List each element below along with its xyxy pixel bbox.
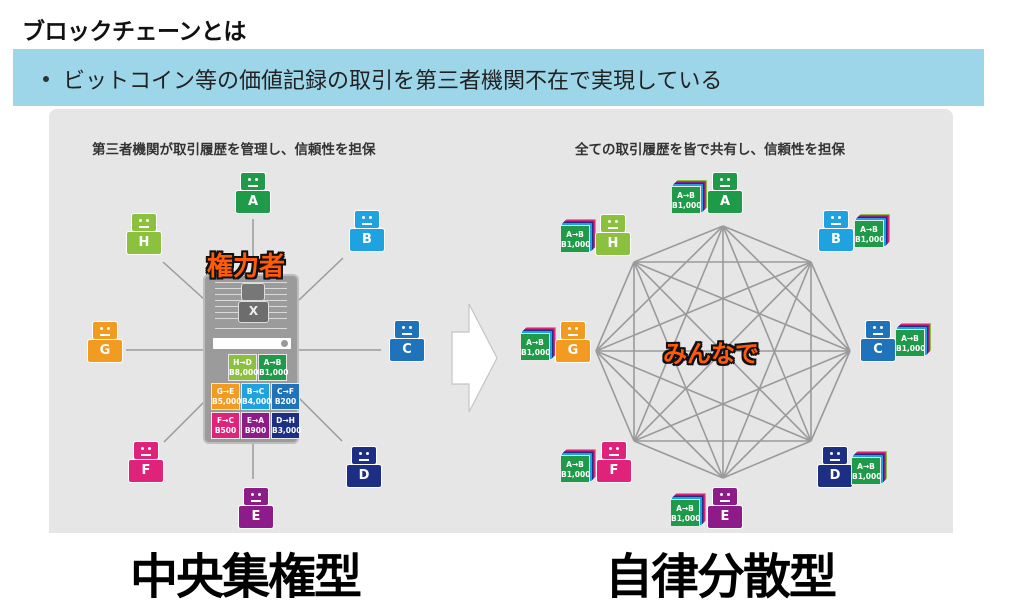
central-spokes <box>126 219 381 479</box>
authority-badge: 権力者 <box>207 252 286 282</box>
peer-node-c: C <box>860 320 896 362</box>
node-label: D <box>346 464 382 488</box>
robot-head-icon <box>560 321 586 340</box>
everyone-badge: みんなで <box>663 340 759 368</box>
peer-node-h: H <box>595 214 631 256</box>
robot-head-icon <box>131 213 157 232</box>
peer-node-e: E <box>707 487 743 529</box>
robot-head-icon <box>394 320 420 339</box>
node-label: A <box>707 190 743 214</box>
robot-head-icon <box>600 214 626 233</box>
peer-node-a: A <box>707 172 743 214</box>
node-label: G <box>87 339 123 363</box>
node-label: F <box>128 459 164 483</box>
central-node-a: A <box>235 172 271 214</box>
centralized-caption: 第三者機関が取引履歴を管理し、信頼性を担保 <box>92 142 376 158</box>
robot-head-icon <box>823 210 849 229</box>
node-label: A <box>235 190 271 214</box>
centralized-label: 中央集権型 <box>130 549 362 605</box>
slide-title: ブロックチェーンとは <box>22 19 246 45</box>
bullet-text: ビットコイン等の価値記録の取引を第三者機関不在で実現している <box>63 69 723 94</box>
node-label: H <box>595 232 631 256</box>
robot-head-icon <box>351 446 377 465</box>
bullet-bar: ビットコイン等の価値記録の取引を第三者機関不在で実現している <box>13 49 984 106</box>
robot-head-icon <box>133 441 159 460</box>
node-label: B <box>349 228 385 252</box>
robot-head-icon <box>712 487 738 506</box>
node-label: B <box>818 228 854 252</box>
node-label: H <box>126 231 162 255</box>
bullet-item: ビットコイン等の価値記録の取引を第三者機関不在で実現している <box>43 63 722 95</box>
bullet-dot-icon <box>43 76 49 82</box>
robot-head-icon <box>712 172 738 191</box>
robot-head-icon <box>354 210 380 229</box>
node-label: F <box>596 459 632 483</box>
diagram-panel <box>49 109 953 533</box>
peer-node-d: D <box>817 446 853 488</box>
central-node-h: H <box>126 213 162 255</box>
authority-label: X <box>238 301 269 323</box>
central-node-e: E <box>238 487 274 529</box>
peer-node-b: B <box>818 210 854 252</box>
central-node-b: B <box>349 210 385 252</box>
central-node-d: D <box>346 446 382 488</box>
robot-head-icon <box>240 172 266 191</box>
ledger-search-bar <box>213 338 291 349</box>
robot-head-icon <box>243 487 269 506</box>
robot-head-icon <box>92 321 118 340</box>
central-node-c: C <box>389 320 425 362</box>
central-node-g: G <box>87 321 123 363</box>
node-label: E <box>238 505 274 529</box>
robot-head-icon <box>865 320 891 339</box>
authority-robot-icon <box>241 283 265 301</box>
node-label: D <box>817 464 853 488</box>
node-label: C <box>389 338 425 362</box>
right-arrow-icon <box>451 303 498 413</box>
robot-head-icon <box>822 446 848 465</box>
robot-head-icon <box>601 441 627 460</box>
central-node-f: F <box>128 441 164 483</box>
node-label: C <box>860 338 896 362</box>
peer-node-f: F <box>596 441 632 483</box>
peer-node-g: G <box>555 321 591 363</box>
node-label: G <box>555 339 591 363</box>
decentralized-label: 自律分散型 <box>605 549 837 605</box>
mesh-edges <box>595 225 851 479</box>
decentralized-caption: 全ての取引履歴を皆で共有し、信頼性を担保 <box>575 142 845 158</box>
node-label: E <box>707 505 743 529</box>
